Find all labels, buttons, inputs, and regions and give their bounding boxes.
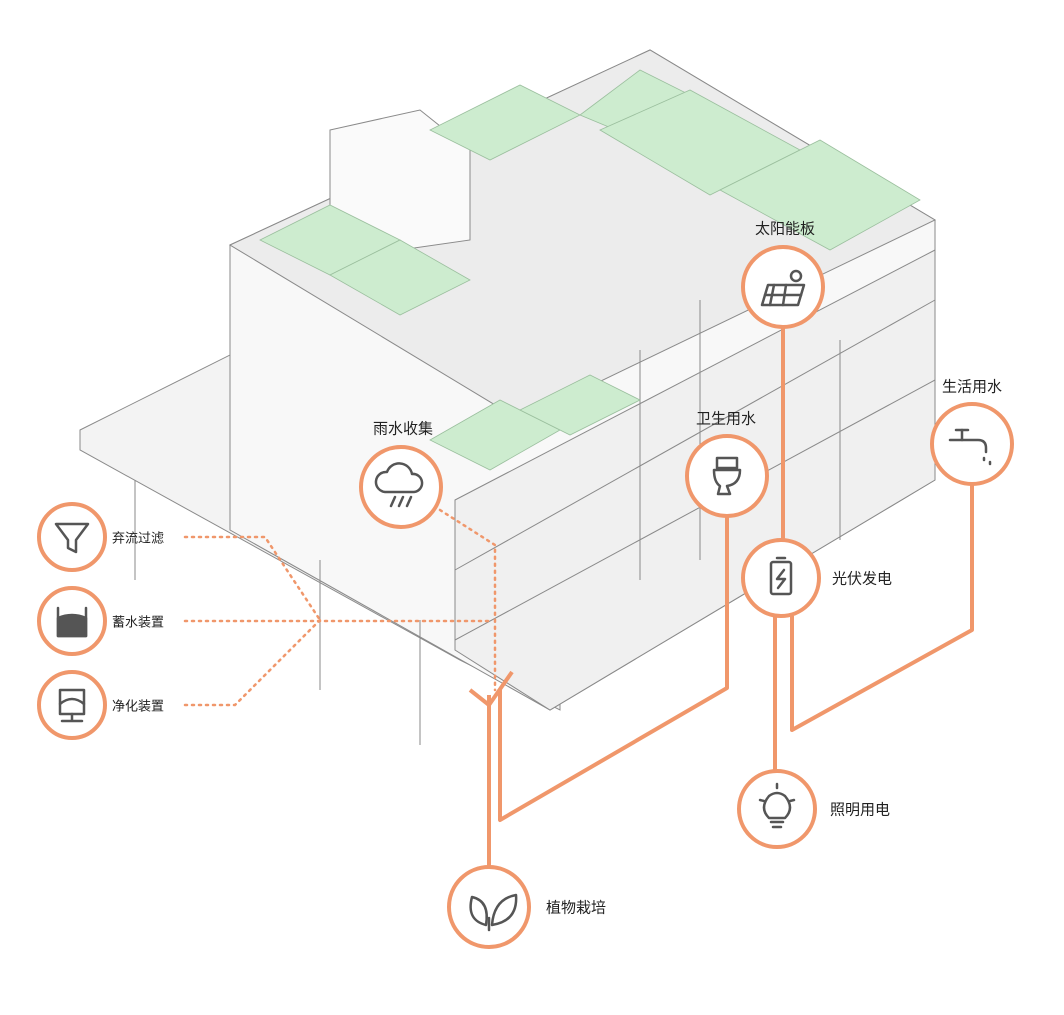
funnel-icon xyxy=(54,522,90,554)
label-lighting: 照明用电 xyxy=(830,800,891,819)
dotted-flow-lines xyxy=(183,508,497,707)
green-roof-panels xyxy=(259,69,921,471)
solar-node xyxy=(741,245,825,329)
domestic-node xyxy=(930,402,1014,486)
label-toilet: 卫生用水 xyxy=(695,409,757,428)
connection-lines xyxy=(468,327,974,867)
label-domestic: 生活用水 xyxy=(941,377,1003,396)
filter-node xyxy=(37,502,107,572)
label-pv: 光伏发电 xyxy=(832,569,893,588)
water-tank-icon xyxy=(56,606,88,638)
rain-cloud-icon xyxy=(374,462,424,508)
rain-node xyxy=(359,445,443,529)
leaf-icon xyxy=(469,893,518,932)
label-solar: 太阳能板 xyxy=(754,219,816,238)
lighting-node xyxy=(737,769,817,849)
label-filter: 弃流过滤 xyxy=(112,531,165,547)
purify-node xyxy=(37,670,107,740)
plant-node xyxy=(447,865,531,949)
label-plant: 植物栽培 xyxy=(546,898,607,917)
toilet-icon xyxy=(712,456,742,496)
label-rain: 雨水收集 xyxy=(372,419,434,438)
light-bulb-icon xyxy=(758,782,796,829)
purifier-icon xyxy=(58,688,86,723)
toilet-node xyxy=(685,434,769,518)
label-purify: 净化装置 xyxy=(112,699,165,715)
solar-panel-icon xyxy=(760,269,806,307)
label-storage: 蓄水装置 xyxy=(112,615,165,631)
node-circles xyxy=(37,245,1014,949)
faucet-icon xyxy=(948,428,992,466)
battery-icon xyxy=(769,556,793,596)
